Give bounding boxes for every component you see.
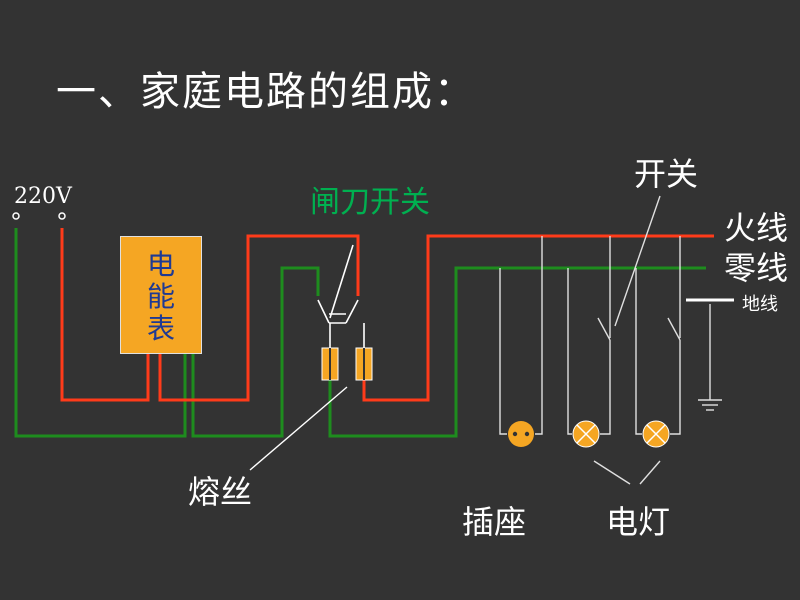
neutral-wire (14, 228, 706, 438)
lamp-1 (572, 420, 600, 448)
knife-switch (317, 244, 365, 348)
branch-wires (499, 195, 722, 485)
lamp-label: 电灯 (606, 503, 671, 541)
live-wire (60, 228, 714, 402)
terminal-right (58, 212, 66, 220)
neutral-wire-label: 零线 (724, 249, 789, 287)
meter-label: 电能表 (146, 248, 175, 345)
lamp-2 (642, 420, 670, 448)
ground-wire-label: 地线 (742, 294, 778, 315)
voltage-label: 220V (14, 184, 72, 209)
page-title: 一、家庭电路的组成： (56, 69, 476, 115)
terminal-left (12, 212, 20, 220)
fuse-label: 熔丝 (188, 473, 253, 511)
electric-meter: 电能表 (120, 236, 202, 354)
socket-label: 插座 (462, 503, 527, 541)
socket (508, 421, 534, 447)
knife-switch-label: 闸刀开关 (310, 185, 430, 220)
live-wire-label: 火线 (724, 209, 789, 247)
fuse-pointer (249, 386, 348, 471)
switch-label: 开关 (634, 155, 699, 193)
